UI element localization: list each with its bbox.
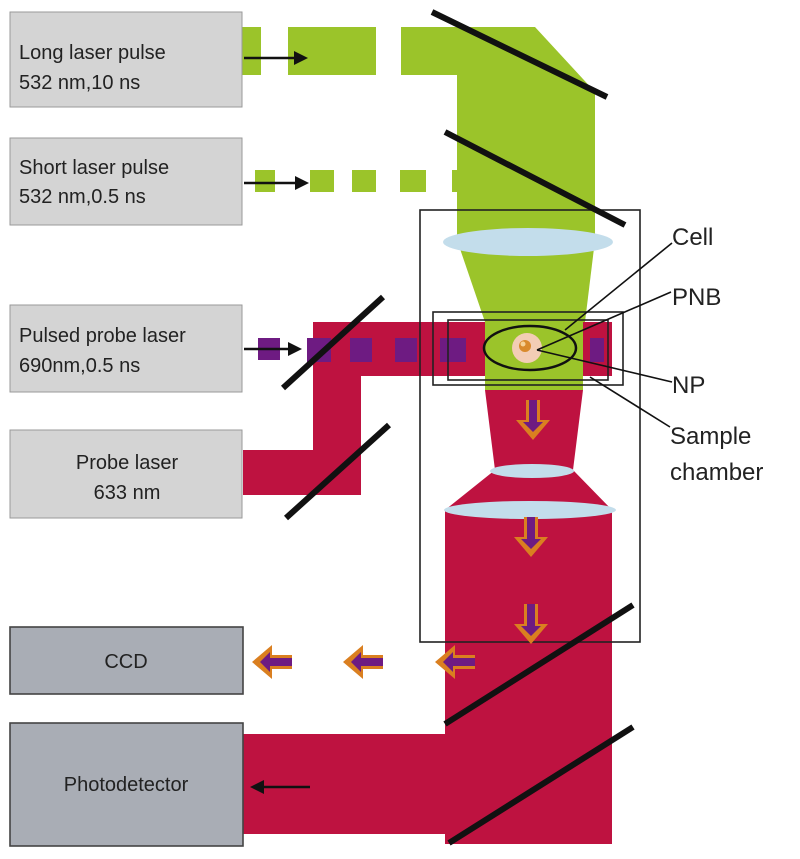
arrow-short-pulse <box>244 176 309 190</box>
mirror-photodetector <box>447 724 635 846</box>
pnb-label: PNB <box>672 284 721 311</box>
np-label: NP <box>672 372 705 399</box>
pulsed-probe-dash <box>590 338 604 362</box>
source-box <box>9 304 243 393</box>
source-spec: 690nm,0.5 ns <box>19 355 140 377</box>
arrow-long-pulse <box>244 51 308 65</box>
source-box <box>9 11 243 108</box>
np-leader <box>536 349 673 383</box>
long-pulse-segment-3 <box>401 27 457 75</box>
source-short-pulse: Short laser pulse 532 nm,0.5 ns <box>9 137 243 226</box>
pump-beam-focus <box>457 240 595 322</box>
source-box <box>9 137 243 226</box>
arrow-to-photodetector <box>250 780 310 794</box>
detector-box <box>9 626 244 695</box>
left-arrows <box>252 645 475 679</box>
short-pulse-segment-3 <box>352 170 376 192</box>
sample-chamber-label-line1: Sample <box>670 423 751 450</box>
short-pulse-segment-2 <box>310 170 334 192</box>
detector-label: CCD <box>104 651 147 673</box>
short-pulse-segment-1 <box>255 170 275 192</box>
pulsed-probe-dash <box>440 338 466 362</box>
source-title: Probe laser <box>76 452 179 474</box>
down-arrows <box>514 400 550 644</box>
source-pulsed-probe: Pulsed probe laser 690nm,0.5 ns <box>9 304 243 393</box>
pulsed-probe-dash <box>395 338 417 362</box>
source-long-pulse: Long laser pulse 532 nm,10 ns <box>9 11 243 108</box>
probe-beam-from-source <box>243 450 320 495</box>
sample-chamber-label-line2: chamber <box>670 459 763 486</box>
cell-group <box>482 324 578 372</box>
source-spec: 633 nm <box>94 482 161 504</box>
mirror-short-pulse <box>443 129 627 228</box>
probe-beam <box>243 322 612 844</box>
long-pulse-segment-1 <box>242 27 261 75</box>
mirrors <box>280 9 635 846</box>
sample-chamber-outer <box>432 311 624 386</box>
sample-chamber-inner <box>447 319 609 381</box>
cell-label: Cell <box>672 224 713 251</box>
callout-lines <box>536 242 673 428</box>
probe-beam-to-chamber <box>313 322 440 376</box>
probe-beam-expanding <box>445 470 612 510</box>
lenses <box>443 228 616 519</box>
arrow-pulsed-probe <box>244 342 302 356</box>
source-title: Long laser pulse <box>19 42 166 64</box>
sample-chamber-frames <box>419 209 641 643</box>
left-arrow <box>343 645 383 679</box>
detector-ccd: CCD <box>9 626 244 695</box>
nanoparticle <box>519 340 531 352</box>
short-pulse-segment-4 <box>400 170 426 192</box>
pump-beam-down <box>457 140 595 240</box>
down-arrow <box>514 604 548 644</box>
left-arrow <box>435 645 475 679</box>
detector-photodetector: Photodetector <box>9 722 244 847</box>
black-arrows <box>244 51 310 794</box>
cell-outline <box>482 324 578 372</box>
down-arrow <box>516 400 550 440</box>
pump-beams <box>242 27 595 390</box>
source-probe: Probe laser 633 nm <box>9 429 243 519</box>
left-arrow <box>252 645 292 679</box>
source-title: Pulsed probe laser <box>19 325 186 347</box>
pulsed-probe-dash <box>350 338 372 362</box>
pnb-leader <box>536 291 672 351</box>
source-box <box>9 429 243 519</box>
source-spec: 532 nm,0.5 ns <box>19 186 146 208</box>
focusing-lens <box>443 228 613 256</box>
beamsplitter-probe-1 <box>280 294 386 391</box>
source-spec: 532 nm,10 ns <box>19 72 140 94</box>
cell-leader <box>564 242 673 331</box>
long-pulse-main <box>457 27 595 140</box>
detector-label: Photodetector <box>64 774 189 796</box>
mirror-long-pulse <box>430 9 609 100</box>
down-arrow <box>514 517 548 557</box>
beamsplitter-detection <box>443 602 635 727</box>
detector-box <box>9 722 244 847</box>
nanoparticle-highlight <box>520 341 526 347</box>
probe-beam-to-photodetector <box>243 734 543 834</box>
collimating-lens <box>444 501 616 519</box>
callout-labels: Cell PNB NP Sample chamber <box>670 224 763 486</box>
source-title: Short laser pulse <box>19 157 169 179</box>
beamsplitter-probe-2 <box>283 422 392 521</box>
long-pulse-segment-2 <box>288 27 376 75</box>
objective-lens <box>490 464 574 478</box>
sample-chamber-leader <box>589 376 671 428</box>
